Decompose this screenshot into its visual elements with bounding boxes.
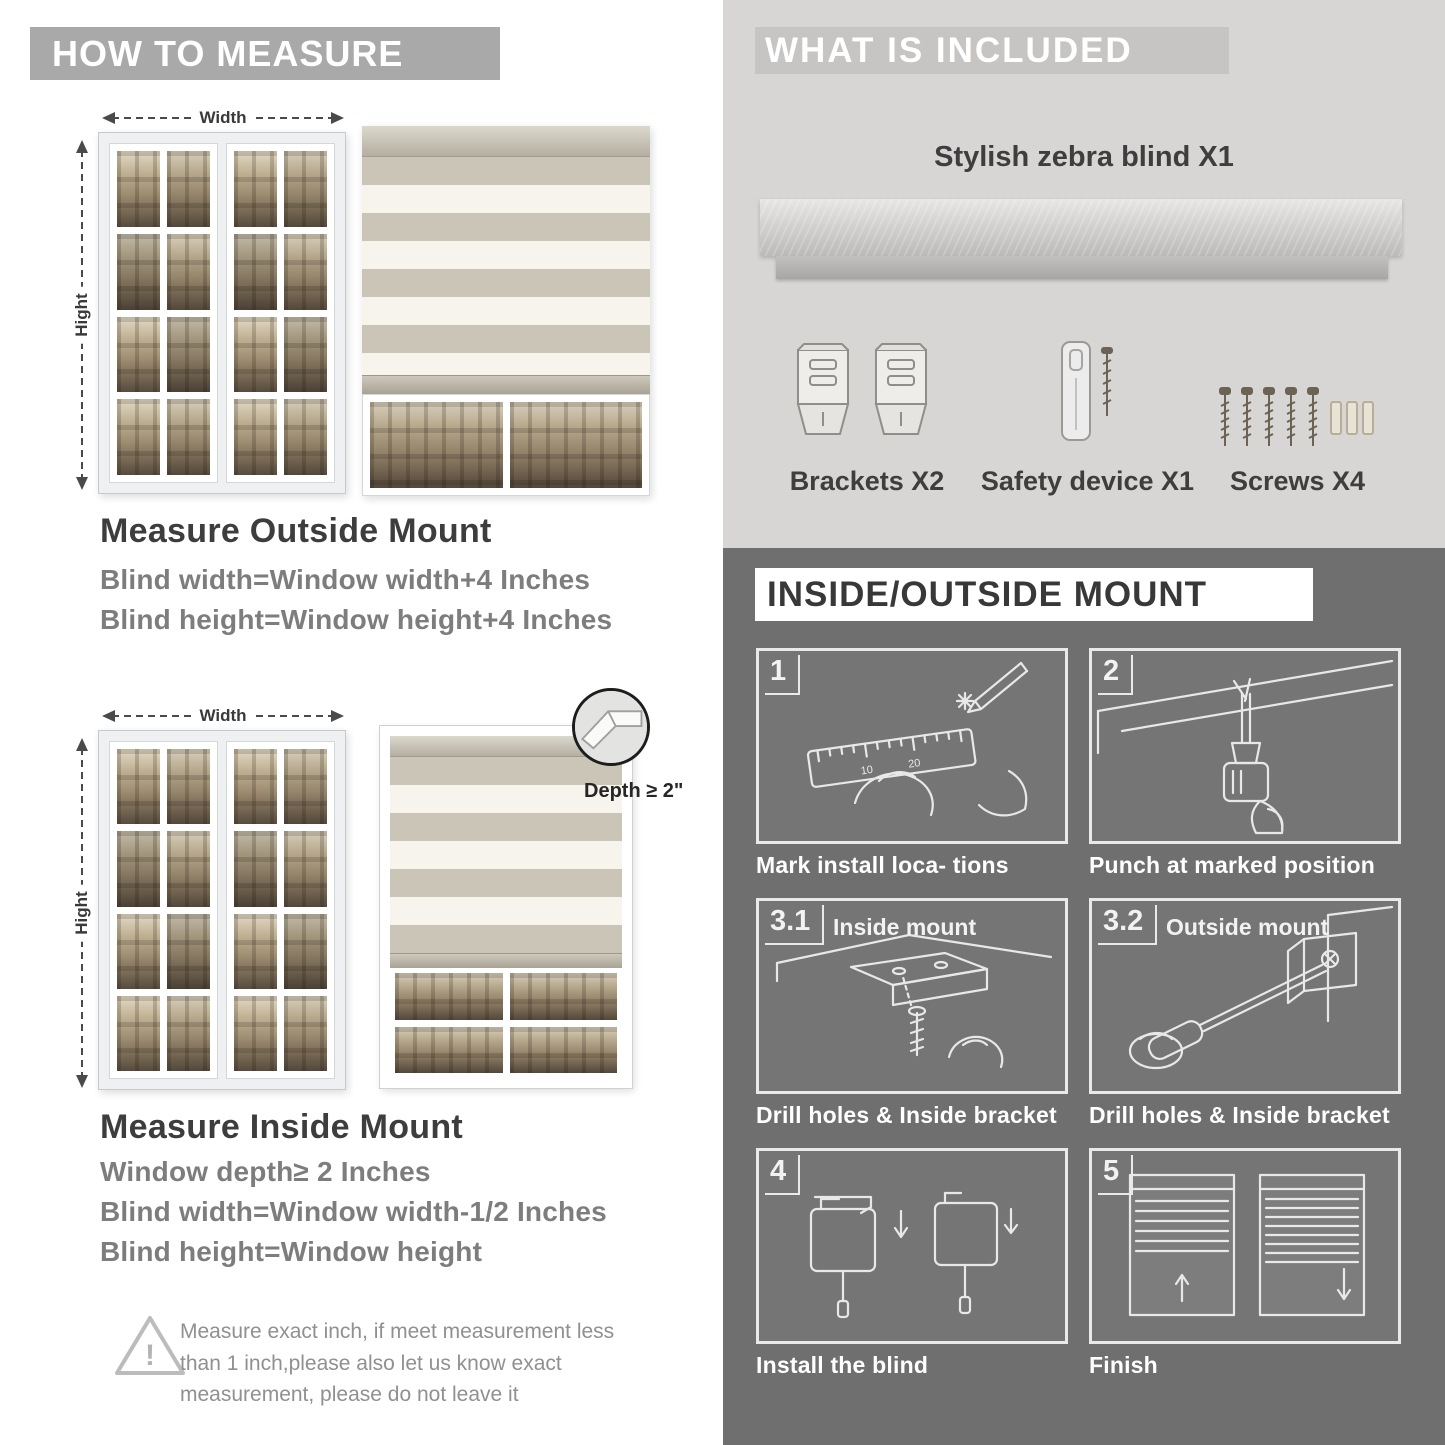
step-caption-3-1: Drill holes & Inside bracket [756, 1102, 1057, 1128]
outside-formula-width: Blind width=Window width+4 Inches [100, 564, 591, 595]
product-name: Stylish zebra blind X1 [934, 141, 1234, 173]
inside-formula-height: Blind height=Window height [100, 1236, 483, 1267]
depth-note: Depth ≥ 2" [584, 780, 684, 802]
step-panel-1: 10 20 1 [756, 648, 1068, 844]
step-number: 4 [765, 1155, 801, 1195]
step-number: 5 [1098, 1155, 1134, 1195]
blind-cassette [362, 126, 650, 157]
step-number: 3.2 [1098, 905, 1158, 945]
window-pane [109, 741, 218, 1079]
height-arrow-icon: Hight [70, 736, 94, 1090]
step-number: 2 [1098, 655, 1134, 695]
step-caption-1: Mark install loca- tions [756, 852, 1009, 878]
width-label: Width [192, 108, 254, 128]
brackets-label: Brackets X2 [789, 466, 945, 496]
blind-bottom-rail [390, 953, 622, 968]
blind-headrail-image [760, 199, 1402, 256]
step-caption-2: Punch at marked position [1089, 852, 1375, 878]
window-photo-inside [98, 730, 346, 1090]
safety-device-label: Safety device X1 [980, 466, 1195, 496]
window-photo-outside [98, 132, 346, 494]
finish-illustration [1128, 1173, 1366, 1317]
step-number: 1 [765, 655, 801, 695]
step-sublabel: Inside mount [833, 914, 977, 940]
window-pane [109, 143, 218, 483]
window-pane [226, 143, 335, 483]
height-label: Hight [72, 884, 92, 942]
safety-device-icon [1050, 338, 1120, 446]
step-panel-4: 4 [756, 1148, 1068, 1344]
window-under-blind [390, 968, 622, 1078]
step-number: 3.1 [765, 905, 825, 945]
inside-bracket-illustration [775, 933, 1053, 1069]
width-arrow-icon: Width [100, 106, 346, 130]
svg-text:!: ! [145, 1339, 155, 1372]
how-to-measure-banner: HOW TO MEASURE [30, 27, 500, 80]
step-caption-3-2: Drill holes & Inside bracket [1089, 1102, 1390, 1128]
blind-bottom-rail [362, 375, 650, 394]
step-sublabel: Outside mount [1166, 914, 1329, 940]
blind-bottomrail-image [776, 256, 1388, 279]
step-panel-3-1: 3.1 Inside mount [756, 898, 1068, 1094]
svg-text:10: 10 [860, 764, 874, 778]
depth-detail-icon [572, 688, 650, 766]
outside-mount-title: Measure Outside Mount [100, 512, 492, 550]
step-caption-4: Install the blind [756, 1352, 929, 1378]
blind-cassette [390, 736, 622, 757]
screws-label: Screws X4 [1229, 466, 1366, 496]
inside-formula-depth: Window depth≥ 2 Inches [100, 1156, 431, 1187]
inside-outside-mount-banner: INSIDE/OUTSIDE MOUNT [755, 568, 1313, 621]
blind-stripes [362, 157, 650, 375]
install-blind-illustration [809, 1191, 1019, 1319]
step-panel-3-2: 3.2 Outside mount [1089, 898, 1401, 1094]
step-panel-5: 5 [1089, 1148, 1401, 1344]
step-panel-2: 2 [1089, 648, 1401, 844]
height-arrow-icon: Hight [70, 138, 94, 492]
measure-warning-text: Measure exact inch, if meet measurement … [180, 1320, 615, 1406]
blind-stripes [390, 757, 622, 953]
step-caption-5: Finish [1089, 1352, 1158, 1378]
drill-illustration [1096, 659, 1394, 835]
width-label: Width [192, 706, 254, 726]
brackets-icon [792, 342, 942, 444]
outside-formula-height: Blind height=Window height+4 Inches [100, 604, 613, 635]
width-arrow-icon: Width [100, 704, 346, 728]
outside-bracket-illustration [1128, 905, 1394, 1070]
height-label: Hight [72, 286, 92, 344]
inside-mount-title: Measure Inside Mount [100, 1108, 464, 1146]
zebra-blind-inside-illustration [379, 725, 633, 1089]
what-is-included-banner: WHAT IS INCLUDED [755, 27, 1229, 74]
screws-icon [1215, 384, 1383, 454]
svg-text:20: 20 [907, 757, 921, 771]
inside-formula-width: Blind width=Window width-1/2 Inches [100, 1196, 607, 1227]
zebra-blind-outside-illustration [362, 126, 650, 496]
window-under-blind [362, 394, 650, 496]
warning-icon: ! [112, 1312, 188, 1380]
window-pane [226, 741, 335, 1079]
mark-location-illustration: 10 20 [806, 661, 1029, 817]
